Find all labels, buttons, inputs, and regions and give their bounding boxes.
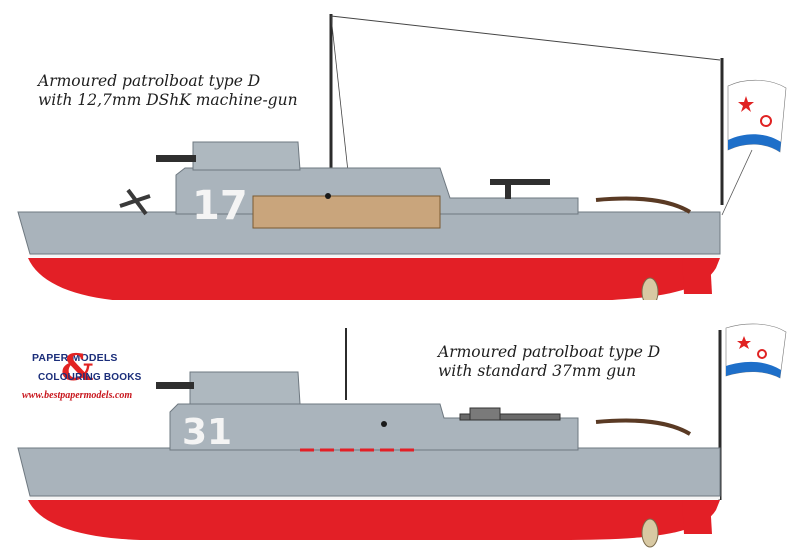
hatch [381, 421, 387, 427]
turret-gun [156, 382, 194, 389]
stern-rail [595, 418, 692, 436]
naval-ensign-flag [725, 323, 787, 379]
logo-ampersand: & [61, 347, 94, 389]
caption-line-armament: with 12,7mm DShK machine-gun [38, 91, 298, 109]
naval-ensign-flag [727, 79, 787, 153]
logo-line-colouring-books: COLOURING BOOKS [38, 372, 142, 383]
underwater-hull [28, 258, 720, 300]
propeller [641, 518, 659, 548]
boat-illustration-37mm: 31 [17, 323, 787, 548]
rudder [682, 258, 712, 294]
dshk-machine-gun [490, 179, 550, 199]
propeller [641, 277, 659, 300]
rigging-line [330, 15, 721, 61]
wooden-deck-panel [252, 195, 441, 229]
rigging-line [330, 15, 351, 191]
stern-rail [595, 196, 692, 214]
caption-boat-31: Armoured patrolboat type D with standard… [438, 343, 660, 381]
37mm-gun [459, 407, 561, 421]
anchor [119, 188, 151, 216]
hull-number: 17 [192, 183, 248, 229]
caption-boat-17: Armoured patrolboat type D with 12,7mm D… [38, 72, 298, 110]
rudder [682, 500, 712, 534]
turret [192, 141, 301, 171]
caption-line-title: Armoured patrolboat type D [438, 343, 661, 361]
hatch [325, 193, 331, 199]
turret [189, 371, 301, 405]
underwater-hull [28, 500, 720, 540]
turret-gun [156, 155, 196, 162]
logo-url: www.bestpapermodels.com [22, 390, 133, 401]
caption-line-title: Armoured patrolboat type D [38, 72, 261, 90]
upper-hull [17, 447, 721, 497]
stay-line [721, 149, 753, 216]
publisher-logo: PAPER MODELS & COLOURING BOOKS www.bestp… [20, 338, 148, 404]
boat-illustration-dshk: 17 [17, 14, 787, 300]
caption-line-armament: with standard 37mm gun [438, 362, 637, 380]
logo-line-paper-models: PAPER MODELS [32, 352, 118, 364]
hull-number: 31 [182, 412, 232, 453]
